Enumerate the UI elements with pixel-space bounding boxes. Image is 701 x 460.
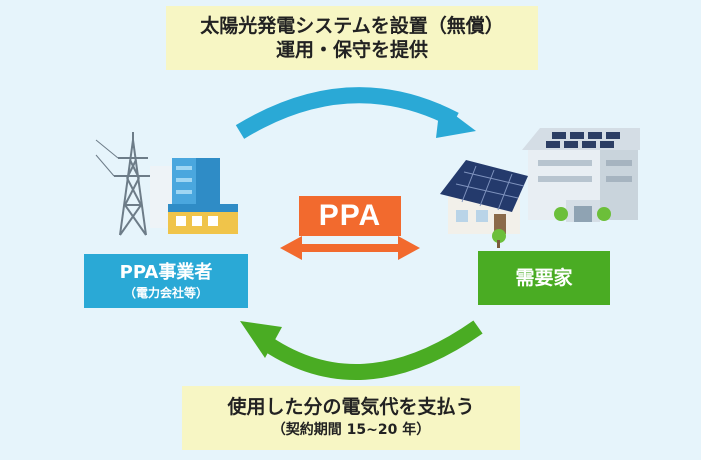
solar-house-icon bbox=[440, 160, 528, 248]
solar-factory-icon bbox=[522, 128, 640, 222]
payment-note-box: 使用した分の電気代を支払う （契約期間 15~20 年） bbox=[182, 386, 520, 450]
power-tower-icon bbox=[95, 132, 152, 236]
payment-note-line2: （契約期間 15~20 年） bbox=[271, 422, 431, 438]
service-note-line1: 太陽光発電システムを設置（無償） bbox=[200, 15, 504, 37]
ppa-label: PPA bbox=[299, 196, 401, 236]
bottom-arrow-head bbox=[240, 321, 282, 358]
double-arrow-icon bbox=[280, 236, 420, 260]
payment-note-line1: 使用した分の電気代を支払う bbox=[227, 396, 475, 418]
service-note-line2: 運用・保守を提供 bbox=[275, 39, 428, 61]
consumer-name: 需要家 bbox=[515, 267, 573, 289]
service-note-box: 太陽光発電システムを設置（無償） 運用・保守を提供 bbox=[166, 6, 538, 70]
top-arrow-head bbox=[436, 104, 476, 138]
power-plant-building-icon bbox=[150, 158, 238, 234]
bottom-arrow bbox=[257, 320, 483, 380]
consumer-label-box: 需要家 bbox=[478, 251, 610, 305]
provider-name: PPA事業者 bbox=[119, 262, 213, 283]
top-arrow bbox=[235, 87, 459, 139]
provider-label-box: PPA事業者 （電力会社等） bbox=[84, 254, 248, 308]
provider-sub: （電力会社等） bbox=[123, 286, 208, 300]
